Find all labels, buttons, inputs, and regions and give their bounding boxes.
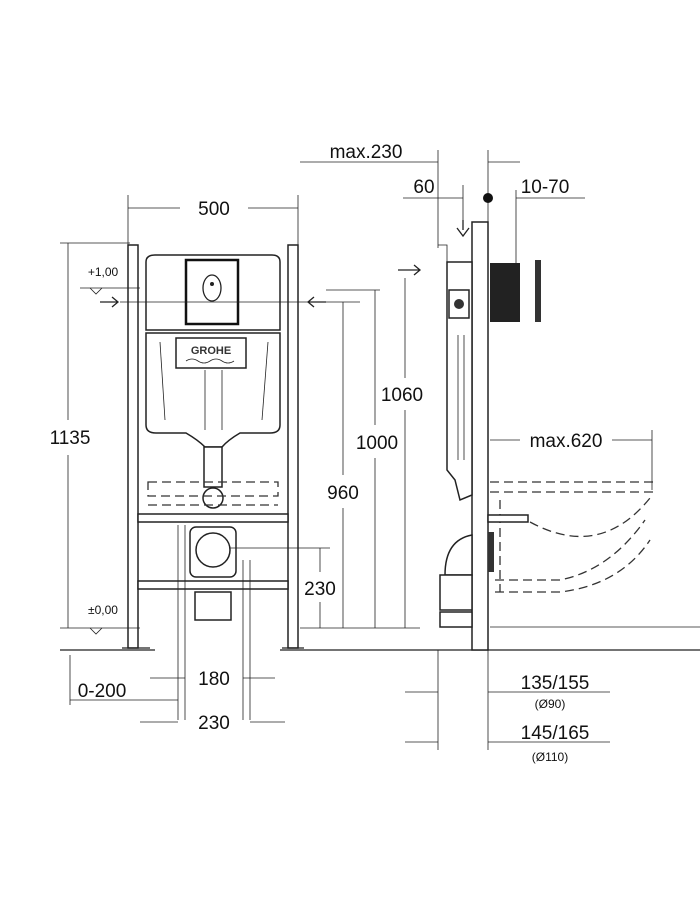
level-marker-icon-floor — [89, 627, 103, 635]
dim-lines-max-230 — [300, 150, 439, 248]
frame-side — [471, 221, 489, 651]
dim-inlet-60: 60 — [413, 177, 434, 198]
cistern-detail-lines — [159, 341, 269, 430]
dim-lines-0-200 — [69, 655, 178, 705]
water-supply-arrow-icon-left — [100, 296, 120, 308]
dim-pipe-diameter-110: (Ø110) — [532, 750, 568, 764]
cistern-side-detail-lines — [457, 335, 465, 460]
flush-plate — [184, 258, 240, 326]
dim-pipe-145-165: 145/165 — [521, 723, 590, 744]
dim-width-500: 500 — [198, 199, 230, 220]
dim-lines-60 — [403, 185, 464, 220]
level-top-label: +1,00 — [88, 265, 119, 279]
frame-post-left — [127, 244, 139, 649]
level-floor-label: ±0,00 — [88, 603, 118, 617]
dim-lines-1000 — [326, 289, 380, 628]
outlet-pipe-side — [439, 574, 473, 611]
top-supply-arrow-icon — [456, 220, 470, 238]
dim-pipe-135-155: 135/155 — [521, 673, 590, 694]
dim-max-230: max.230 — [330, 142, 403, 163]
dim-lines-10-70 — [483, 150, 585, 263]
flush-elbow — [202, 487, 224, 509]
dim-lines-max-620 — [490, 430, 653, 490]
logo-text: GROHE — [191, 345, 231, 357]
drain-connector — [194, 591, 232, 621]
logo-wave-icon — [185, 358, 235, 364]
level-marker-icon-top — [89, 287, 103, 295]
bowl-outline-side — [490, 481, 655, 593]
side-view: max.230 60 10-70 1060 1000 960 — [300, 142, 700, 764]
dim-height-1000: 1000 — [356, 433, 398, 454]
bowl-bolt — [487, 514, 529, 523]
cover-plate — [535, 260, 541, 322]
water-supply-arrow-icon-side — [398, 264, 422, 276]
dim-pipe-diameter-90: (Ø90) — [535, 697, 566, 711]
dim-width-230: 230 — [198, 713, 230, 734]
dim-offset-0-200: 0-200 — [78, 681, 127, 702]
outlet-pipe — [195, 532, 231, 568]
valve-icon — [454, 299, 464, 309]
dim-plate-10-70: 10-70 — [521, 177, 570, 198]
dim-spacing-180: 180 — [198, 669, 230, 690]
crossbar-upper — [137, 513, 289, 523]
flush-actuator — [490, 263, 520, 322]
flush-button-icon — [202, 274, 222, 302]
dim-lines-drain-230 — [230, 547, 330, 628]
crossbar-lower — [137, 580, 289, 590]
front-view: GROHE +1,00 ±0,00 500 — [50, 195, 360, 734]
extension-lines-bottom — [177, 525, 251, 720]
bowl-outline-front — [147, 481, 279, 506]
cistern-side — [446, 261, 473, 502]
dim-lines-1135 — [60, 242, 130, 628]
bowl-bracket — [488, 532, 494, 572]
dim-height-960: 960 — [327, 483, 359, 504]
dim-height-1135: 1135 — [50, 428, 91, 449]
dim-lines-960 — [300, 302, 420, 629]
dim-drain-height-230: 230 — [304, 579, 336, 600]
dim-max-620: max.620 — [530, 431, 603, 452]
supply-bracket — [438, 244, 448, 262]
drain-socket — [439, 611, 473, 628]
dim-lines-500 — [127, 195, 299, 245]
grohe-logo — [175, 337, 247, 369]
dim-lines-pipe — [405, 650, 610, 750]
dim-height-1060: 1060 — [381, 385, 423, 406]
outlet-bend — [444, 534, 473, 576]
frame-post-right — [287, 244, 299, 649]
flush-pipe — [203, 446, 223, 488]
